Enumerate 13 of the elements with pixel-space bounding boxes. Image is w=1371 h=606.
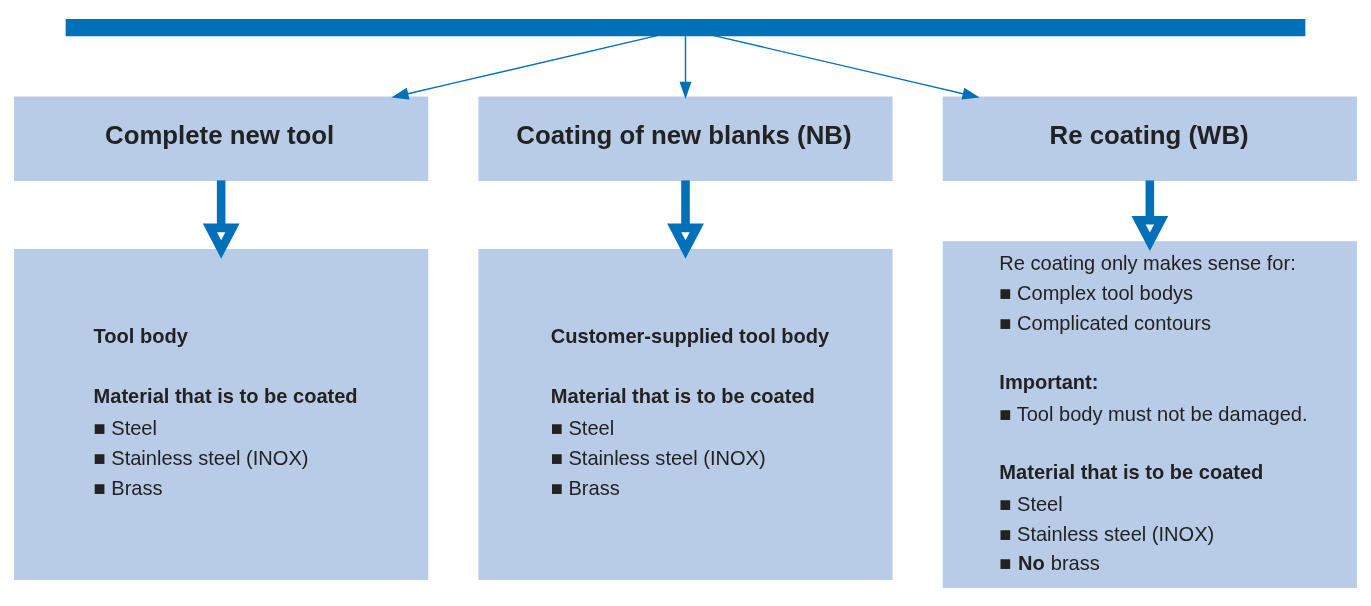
node-box: Complete new tool (14, 95, 429, 181)
arrow (713, 34, 980, 100)
node-box: Customer-supplied tool body Material that is to be coated ■ Steel ■ Stainless steel (INOX) ■ Brass (478, 248, 893, 580)
node-box: Re coating only makes sense for: ■ Complex tool bodys ■ Complicated contours Important: ■ Tool body must not be damaged. Material that is to be coated ■ Steel ■ Stainless steel (INOX) ■ No brass (942, 240, 1357, 588)
node-bar (65, 18, 1306, 36)
arrow (391, 34, 658, 100)
arrow (679, 34, 692, 99)
arrow (1131, 179, 1169, 251)
arrow (667, 179, 704, 259)
node-box: Re coating (WB) (942, 95, 1357, 181)
node-box: Tool body Material that is to be coated ■ Steel ■ Stainless steel (INOX) ■ Brass (14, 248, 429, 580)
node-box: Coating of new blanks (NB) (478, 95, 893, 181)
arrow (202, 179, 240, 259)
